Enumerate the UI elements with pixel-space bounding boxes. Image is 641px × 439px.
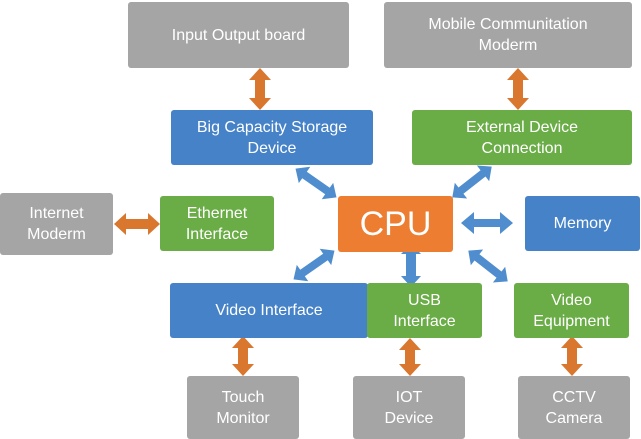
orange-connectors xyxy=(114,68,583,376)
node-input-output-board: Input Output board xyxy=(128,2,349,68)
connector-cpu-usb xyxy=(401,244,421,287)
connector-cpu-memory xyxy=(461,212,513,234)
connector-internet-modem-ethernet xyxy=(114,213,160,235)
node-iot-device: IOT Device xyxy=(353,376,465,439)
node-ethernet-interface: Ethernet Interface xyxy=(160,196,274,251)
node-video-equipment: Video Equipment xyxy=(514,283,629,338)
node-external-device-connection: External Device Connection xyxy=(412,110,632,165)
blue-connectors xyxy=(293,165,513,287)
connector-storage-cpu xyxy=(295,166,337,200)
node-video-interface: Video Interface xyxy=(170,283,368,338)
connector-video-interface-touch-monitor xyxy=(232,336,254,376)
node-internet-modem: Internet Moderm xyxy=(0,193,113,255)
connector-cpu-video-interface xyxy=(293,248,335,282)
connector-cpu-video-equipment xyxy=(468,249,508,283)
connector-io-board-storage xyxy=(249,68,271,110)
node-memory: Memory xyxy=(525,196,640,251)
node-cpu: CPU xyxy=(338,196,453,252)
node-mobile-communication-modem: Mobile Communitation Moderm xyxy=(384,2,632,68)
connector-mobile-modem-external-device xyxy=(507,68,529,110)
node-big-capacity-storage: Big Capacity Storage Device xyxy=(171,110,373,165)
connector-external-device-cpu xyxy=(452,165,492,199)
node-usb-interface: USB Interface xyxy=(367,283,482,338)
node-touch-monitor: Touch Monitor xyxy=(187,376,299,439)
connector-usb-iot-device xyxy=(399,338,421,376)
connector-video-equipment-cctv xyxy=(561,336,583,376)
node-cctv-camera: CCTV Camera xyxy=(518,376,630,439)
